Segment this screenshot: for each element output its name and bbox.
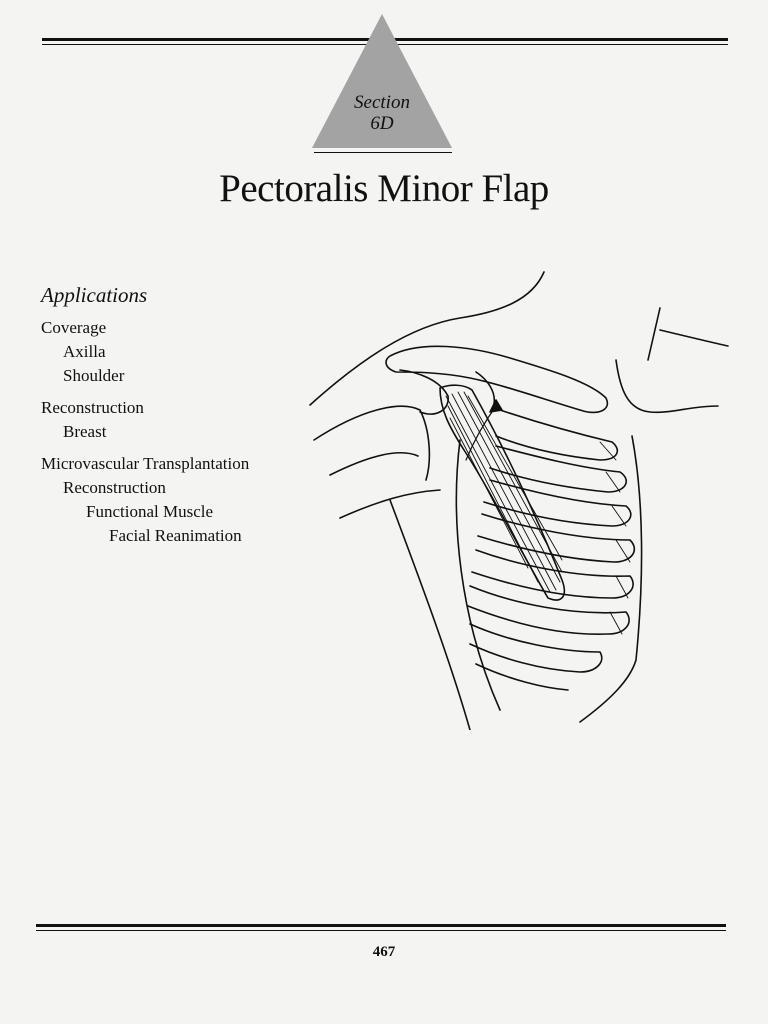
application-item: Axilla xyxy=(63,342,106,361)
acromion xyxy=(399,369,449,415)
arm-line xyxy=(313,405,431,481)
coracoid xyxy=(475,371,496,405)
application-item: Reconstruction xyxy=(63,478,166,497)
section-label: Section 6D xyxy=(310,92,454,134)
pedicle xyxy=(465,405,497,461)
page-number: 467 xyxy=(372,944,396,960)
clavicle xyxy=(385,345,609,414)
arm-line-2 xyxy=(329,451,419,476)
anatomy-illustration xyxy=(300,260,740,731)
page-title: Pectoralis Minor Flap xyxy=(219,167,549,210)
muscle-fibers xyxy=(445,391,563,593)
pectoralis-minor xyxy=(439,384,566,601)
pedicle-arrow xyxy=(489,399,503,413)
section-word: Section xyxy=(354,92,410,113)
chin-contour xyxy=(615,359,719,414)
shoulder-outline xyxy=(309,271,545,406)
application-item: Facial Reanimation xyxy=(109,526,242,545)
section-underline xyxy=(314,152,452,153)
thorax-edge xyxy=(455,439,501,711)
application-item: Functional Muscle xyxy=(86,502,214,521)
sternum-edge xyxy=(579,435,643,723)
application-item: Reconstruction xyxy=(41,398,144,417)
arm-line-3 xyxy=(339,489,441,519)
bottom-rule xyxy=(36,924,726,931)
costal-cartilages xyxy=(599,441,631,635)
ribs xyxy=(467,409,636,691)
section-number: 6D xyxy=(370,113,394,134)
applications-list: Coverage Axilla Shoulder Reconstruction … xyxy=(41,316,249,548)
axilla-line xyxy=(389,499,471,731)
neck-line-2 xyxy=(659,329,729,347)
application-item: Shoulder xyxy=(63,366,125,385)
application-item: Coverage xyxy=(41,318,107,337)
section-triangle xyxy=(310,12,454,150)
application-item: Breast xyxy=(63,422,107,441)
application-item: Microvascular Transplantation xyxy=(41,454,250,473)
neck-line xyxy=(647,307,661,361)
applications-heading: Applications xyxy=(41,283,148,307)
